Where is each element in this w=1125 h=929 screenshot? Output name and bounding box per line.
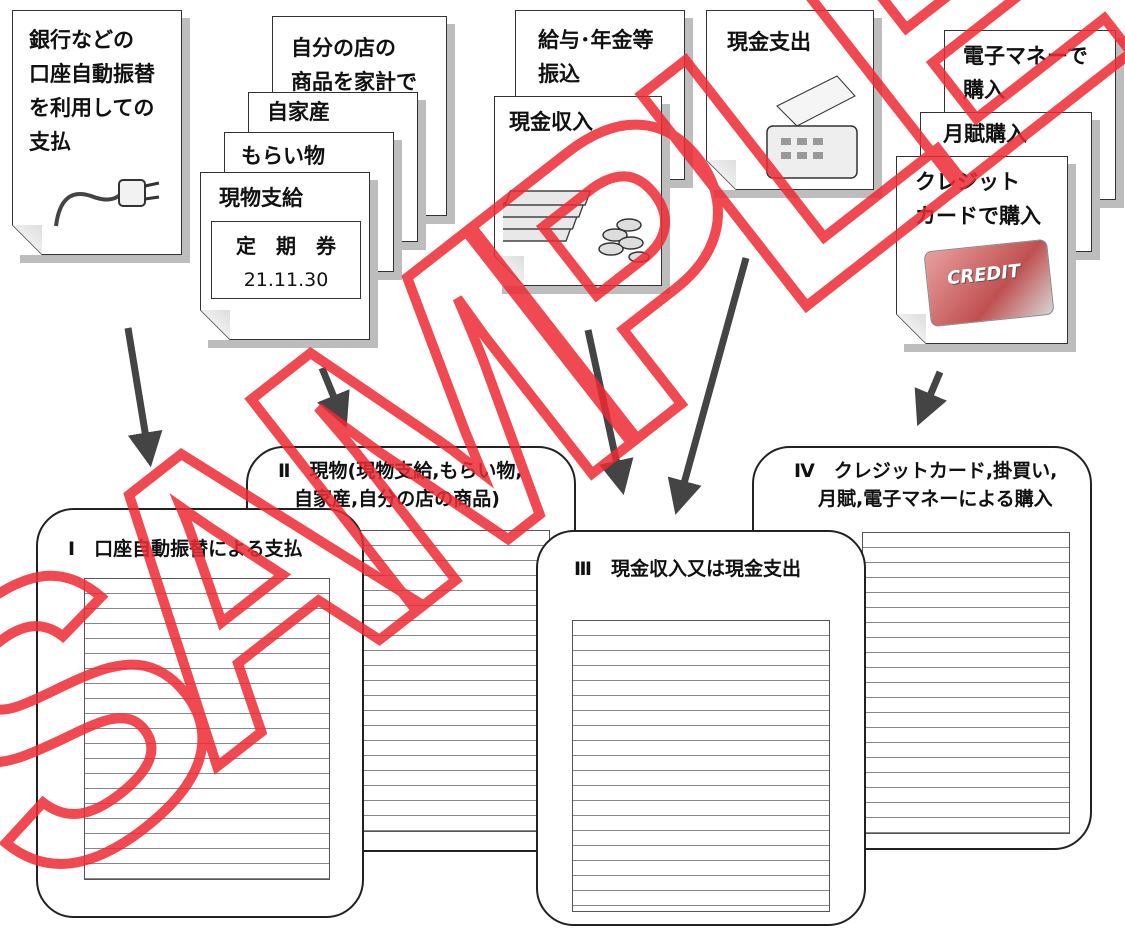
card-cash-income-text: 現金収入 <box>509 110 593 134</box>
power-plug-icon <box>54 179 160 227</box>
panel-credit-title-2: 月賦,電子マネーによる購入 <box>818 488 1053 510</box>
card-salary-deposit-text: 給与･年金等 振込 <box>538 28 654 86</box>
panel-credit-title-1: Ⅳ クレジットカード,掛買い, <box>794 460 1058 482</box>
card-e-money-text: 電子マネーで 購入 <box>963 44 1088 102</box>
register-receipt-icon <box>766 75 858 179</box>
panel-auto-transfer: Ⅰ 口座自動振替による支払 <box>36 508 364 918</box>
panel-auto-transfer-form <box>84 578 330 880</box>
card-installment-text: 月賦購入 <box>943 122 1027 146</box>
card-gift-text: もらい物 <box>241 144 325 168</box>
card-cash-income: 現金収入 <box>494 96 662 286</box>
card-cash-expense-text: 現金支出 <box>727 30 811 54</box>
arrow-expense-to-panel-3 <box>667 257 750 515</box>
panel-cash: Ⅲ 現金収入又は現金支出 <box>536 530 866 926</box>
cash-and-coins-icon <box>503 190 650 263</box>
arrow-to-panel-4 <box>914 370 947 427</box>
card-credit-card-text: クレジット カードで購入 <box>915 170 1041 228</box>
card-bank-transfer-text: 銀行などの 口座自動振替 を利用しての 支払 <box>29 28 155 154</box>
panel-cash-form <box>572 620 830 912</box>
commuter-pass-label: 定 期 券 <box>236 234 336 258</box>
card-home-produce-text: 自家産 <box>267 100 330 124</box>
arrow-to-panel-1 <box>124 327 163 468</box>
arrow-income-to-panel-3 <box>584 329 634 496</box>
panel-in-kind-title-2: 自家産,自分の店の商品) <box>294 488 500 510</box>
panel-cash-title: Ⅲ 現金収入又は現金支出 <box>574 558 801 580</box>
panel-credit-form <box>862 532 1070 834</box>
card-in-kind-text: 現物支給 <box>219 186 303 210</box>
card-in-kind: 現物支給 定 期 券 21.11.30 <box>200 172 370 340</box>
arrow-to-panel-2 <box>317 366 350 429</box>
card-bank-transfer: 銀行などの 口座自動振替 を利用しての 支払 <box>12 10 182 255</box>
panel-in-kind-form <box>358 530 550 832</box>
panel-in-kind-title-1: Ⅱ 現物(現物支給,もらい物, <box>278 460 523 482</box>
panel-auto-transfer-title: Ⅰ 口座自動振替による支払 <box>68 538 303 560</box>
commuter-pass-date: 21.11.30 <box>243 269 329 291</box>
commuter-pass: 定 期 券 21.11.30 <box>211 221 361 299</box>
card-own-shop-text: 自分の店の 商品を家計で <box>291 36 417 94</box>
card-cash-expense: 現金支出 <box>706 10 874 190</box>
card-credit-card: クレジット カードで購入 CREDIT <box>896 156 1068 344</box>
